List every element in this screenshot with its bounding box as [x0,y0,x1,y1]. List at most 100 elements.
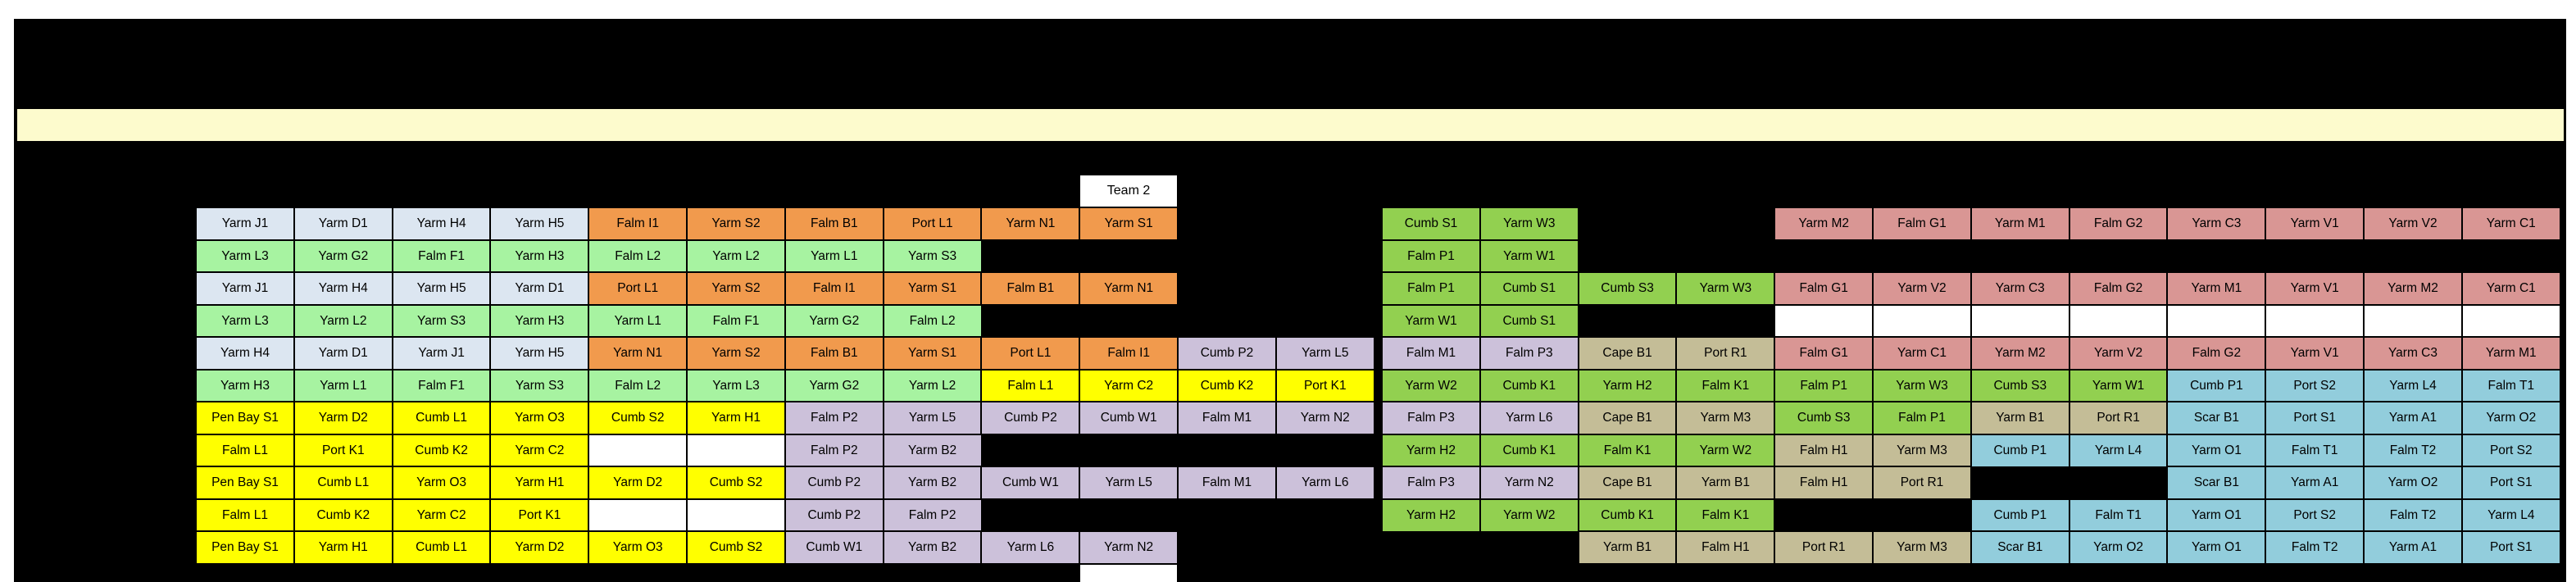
grid-cell[interactable] [2166,303,2267,339]
grid-cell[interactable]: Cumb P2 [784,466,884,500]
grid-cell[interactable]: Cumb K1 [1577,498,1678,533]
grid-cell[interactable]: Falm T1 [2265,433,2365,468]
grid-cell[interactable]: Cumb S3 [1969,368,2070,403]
grid-cell[interactable]: Yarm L1 [784,239,884,274]
grid-cell[interactable] [588,433,688,468]
grid-cell[interactable]: Yarm V1 [2265,336,2365,371]
grid-cell[interactable]: Yarm B2 [882,466,983,500]
grid-cell[interactable]: Cumb K1 [1479,368,1579,403]
grid-cell[interactable]: Yarm L2 [293,303,393,339]
grid-cell[interactable]: Pen Bay S1 [195,401,295,435]
grid-cell[interactable]: Yarm M1 [2460,336,2561,371]
grid-cell[interactable]: Yarm L6 [980,530,1081,565]
grid-cell[interactable]: Falm T1 [2068,498,2169,533]
grid-cell[interactable]: Yarm S3 [489,368,590,403]
grid-cell[interactable]: Port R1 [1675,336,1776,371]
grid-cell[interactable]: Yarm V2 [1872,271,1972,306]
grid-cell[interactable]: Port K1 [1274,368,1375,403]
grid-cell[interactable]: Yarm N2 [1479,466,1579,500]
grid-cell[interactable]: Cumb K1 [1479,433,1579,468]
grid-cell[interactable]: Yarm H4 [293,271,393,306]
grid-cell[interactable]: Yarm S1 [1079,207,1179,241]
grid-cell[interactable]: Falm G2 [2068,207,2169,241]
grid-cell[interactable]: Yarm S1 [882,271,983,306]
grid-cell[interactable]: Falm G1 [1872,207,1972,241]
grid-cell[interactable]: Yarm V1 [2265,207,2365,241]
grid-cell[interactable]: Cumb P1 [1969,433,2070,468]
grid-cell[interactable]: Port K1 [489,498,590,533]
grid-cell[interactable] [1774,303,1874,339]
grid-cell[interactable]: Yarm M2 [1774,207,1874,241]
grid-cell[interactable]: Yarm O1 [2166,530,2267,565]
grid-cell[interactable]: Yarm N1 [980,207,1081,241]
grid-cell[interactable]: Yarm A1 [2363,530,2463,565]
grid-cell[interactable]: Yarm O2 [2460,401,2561,435]
grid-cell[interactable]: Yarm D2 [489,530,590,565]
grid-cell[interactable]: Cumb S1 [1479,271,1579,306]
grid-cell[interactable]: Yarm C1 [2460,207,2561,241]
grid-cell[interactable]: Yarm B1 [1675,466,1776,500]
grid-cell[interactable]: Falm G2 [2166,336,2267,371]
grid-cell[interactable]: Yarm L1 [293,368,393,403]
grid-cell[interactable]: Yarm L6 [1274,466,1375,500]
grid-cell[interactable]: Yarm J1 [195,207,295,241]
grid-cell[interactable]: Yarm N2 [1079,530,1179,565]
grid-cell[interactable]: Falm P2 [882,498,983,533]
grid-cell[interactable]: Falm F1 [391,239,492,274]
grid-cell[interactable]: Yarm W3 [1675,271,1776,306]
grid-cell[interactable]: Port S2 [2460,433,2561,468]
grid-cell[interactable]: Cumb S2 [588,401,688,435]
grid-cell[interactable]: Yarm H2 [1381,498,1481,533]
grid-cell[interactable]: Yarm W3 [1479,207,1579,241]
grid-cell[interactable]: Yarm V2 [2363,207,2463,241]
grid-cell[interactable]: Yarm O2 [2068,530,2169,565]
grid-cell[interactable]: Cumb P1 [1969,498,2070,533]
grid-cell[interactable]: Yarm H5 [489,207,590,241]
grid-cell[interactable]: Yarm O1 [2166,498,2267,533]
grid-cell[interactable]: Yarm L5 [1274,336,1375,371]
grid-cell[interactable]: Falm T2 [2265,530,2365,565]
grid-cell[interactable]: Yarm C3 [2363,336,2463,371]
grid-cell[interactable]: Falm L1 [980,368,1081,403]
grid-cell[interactable]: Yarm V2 [2068,336,2169,371]
grid-cell[interactable] [2460,303,2561,339]
grid-cell[interactable]: Yarm S2 [686,271,786,306]
grid-cell[interactable]: Yarm J1 [391,336,492,371]
grid-cell[interactable]: Yarm C2 [1079,368,1179,403]
grid-cell[interactable]: Yarm D1 [293,207,393,241]
grid-cell[interactable]: Falm M1 [1177,466,1277,500]
grid-cell[interactable]: Cumb K2 [391,433,492,468]
grid-cell[interactable]: Falm P1 [1872,401,1972,435]
grid-cell[interactable]: Yarm C3 [2166,207,2267,241]
grid-cell[interactable]: Yarm L2 [686,239,786,274]
grid-cell[interactable]: Port L1 [588,271,688,306]
grid-cell[interactable]: Scar B1 [2166,466,2267,500]
grid-cell[interactable]: Cumb W1 [980,466,1081,500]
grid-cell[interactable]: Falm T1 [2460,368,2561,403]
grid-cell[interactable]: Yarm H2 [1381,433,1481,468]
grid-cell[interactable]: Yarm L4 [2363,368,2463,403]
grid-cell[interactable]: Yarm W1 [2068,368,2169,403]
grid-cell[interactable]: Yarm V1 [2265,271,2365,306]
grid-cell[interactable]: Falm I1 [784,271,884,306]
grid-cell[interactable]: Falm B1 [784,207,884,241]
grid-cell[interactable]: Yarm D2 [293,401,393,435]
grid-cell[interactable]: Falm M1 [1177,401,1277,435]
grid-cell[interactable]: Yarm H3 [489,239,590,274]
grid-cell[interactable]: Yarm H1 [686,401,786,435]
grid-cell[interactable]: Port S1 [2460,530,2561,565]
grid-cell[interactable]: Yarm O3 [588,530,688,565]
grid-cell[interactable]: Cumb S1 [1479,303,1579,339]
grid-cell[interactable]: Yarm C1 [2460,271,2561,306]
grid-cell[interactable]: Yarm B1 [1577,530,1678,565]
grid-cell[interactable]: Yarm G2 [293,239,393,274]
grid-cell[interactable]: Yarm L2 [882,368,983,403]
grid-cell[interactable]: Yarm H4 [391,207,492,241]
grid-cell[interactable]: Yarm C2 [489,433,590,468]
grid-cell[interactable]: Cumb P2 [1177,336,1277,371]
grid-cell[interactable]: Falm P1 [1774,368,1874,403]
grid-cell[interactable]: Yarm M3 [1872,433,1972,468]
grid-cell[interactable]: Falm K1 [1675,368,1776,403]
grid-cell[interactable]: Yarm L4 [2068,433,2169,468]
grid-cell[interactable]: Yarm L3 [686,368,786,403]
